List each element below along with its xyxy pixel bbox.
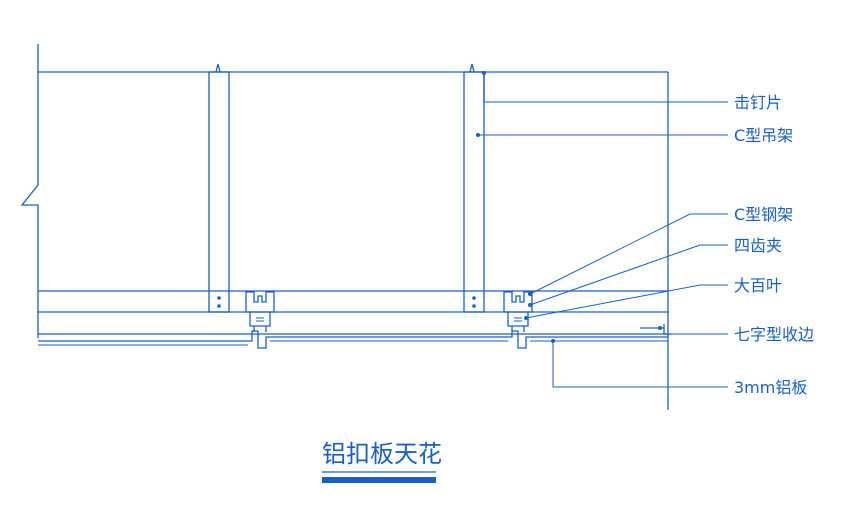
- wall-break-line: [20, 44, 39, 338]
- label-louver: 大百叶: [734, 276, 782, 295]
- c-hanger-left: [208, 63, 230, 313]
- label-c-steel-frame: C型钢架: [734, 205, 793, 224]
- nail-clip: [478, 71, 485, 102]
- clip-assembly-left: [245, 291, 275, 332]
- title-underline-bar: [322, 477, 436, 483]
- c-steel-frame: [38, 290, 668, 335]
- leader-lines: [476, 101, 728, 388]
- edge-trim-profile: [640, 324, 672, 335]
- label-aluminum-panel: 3mm铝板: [734, 378, 807, 397]
- label-c-hanger: C型吊架: [734, 126, 793, 145]
- clip-assembly-right: [503, 291, 533, 332]
- label-four-tooth-clip: 四齿夹: [734, 236, 782, 255]
- aluminum-panel-profile: [38, 330, 668, 349]
- c-hanger-right: [463, 63, 486, 313]
- label-edge-trim: 七字型收边: [734, 325, 814, 344]
- drawing-title: 铝扣板天花: [322, 440, 442, 468]
- label-nail-clip: 击钉片: [734, 93, 782, 112]
